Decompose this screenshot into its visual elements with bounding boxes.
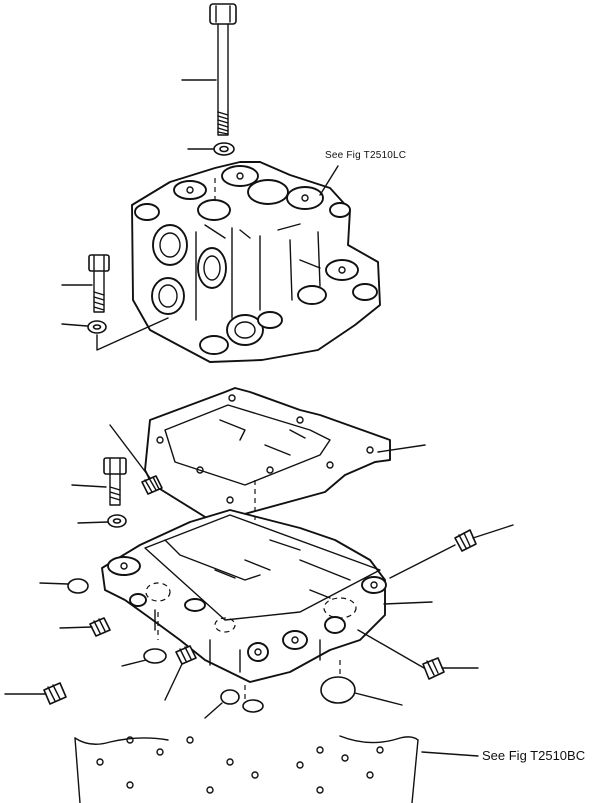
reference-label-lower: See Fig T2510BC xyxy=(482,748,586,763)
long-bolt xyxy=(209,3,237,136)
leader-lower-valve xyxy=(383,601,433,605)
washer-upper-left xyxy=(87,320,107,334)
o-ring-bottom-2 xyxy=(242,699,264,713)
assembly-line-center xyxy=(157,480,341,700)
o-ring-left-2 xyxy=(143,648,167,664)
base-plate xyxy=(74,735,419,803)
reference-label-upper: See Fig T2510LC xyxy=(325,150,407,161)
assembly-line-upper xyxy=(96,317,169,351)
plug-right-lower xyxy=(422,657,445,680)
small-bolt-lower xyxy=(103,457,127,506)
washer-top xyxy=(213,142,235,156)
washer-lower-left xyxy=(107,514,127,528)
o-ring-left-1 xyxy=(67,578,89,594)
plug-left-2 xyxy=(175,645,197,665)
assembly-line-right-upper xyxy=(389,544,456,579)
o-ring-bottom-1 xyxy=(220,689,240,705)
o-ring-bottom-large xyxy=(320,676,356,704)
leader-small-bolt-lower xyxy=(71,484,107,488)
leader-plug-left-2 xyxy=(164,663,183,701)
leader-o-ring-left-2 xyxy=(121,659,147,667)
leader-washer-lower-left xyxy=(77,521,109,524)
plug-right-upper xyxy=(454,529,477,552)
plug-upper xyxy=(141,475,163,495)
leader-gasket xyxy=(377,444,426,453)
leader-o-ring-bottom-large xyxy=(354,692,403,706)
upper-valve-body xyxy=(131,161,381,363)
small-bolt-upper xyxy=(88,254,110,313)
lower-valve-body xyxy=(101,509,387,683)
leader-o-ring-bottom-1 xyxy=(204,702,223,719)
plug-left-3 xyxy=(43,682,67,705)
leader-washer-upper-left xyxy=(61,323,88,327)
gasket-plate xyxy=(144,387,391,521)
assembly-line-right-lower xyxy=(357,629,425,669)
leader-plug-left-1 xyxy=(59,626,93,629)
leader-upper-valve xyxy=(319,165,339,196)
leader-plug-right-upper xyxy=(472,524,514,539)
leader-o-ring-left-1 xyxy=(39,582,69,585)
leader-base-plate xyxy=(421,751,479,757)
leader-plug-upper xyxy=(109,424,151,479)
plug-left-1 xyxy=(89,617,111,637)
